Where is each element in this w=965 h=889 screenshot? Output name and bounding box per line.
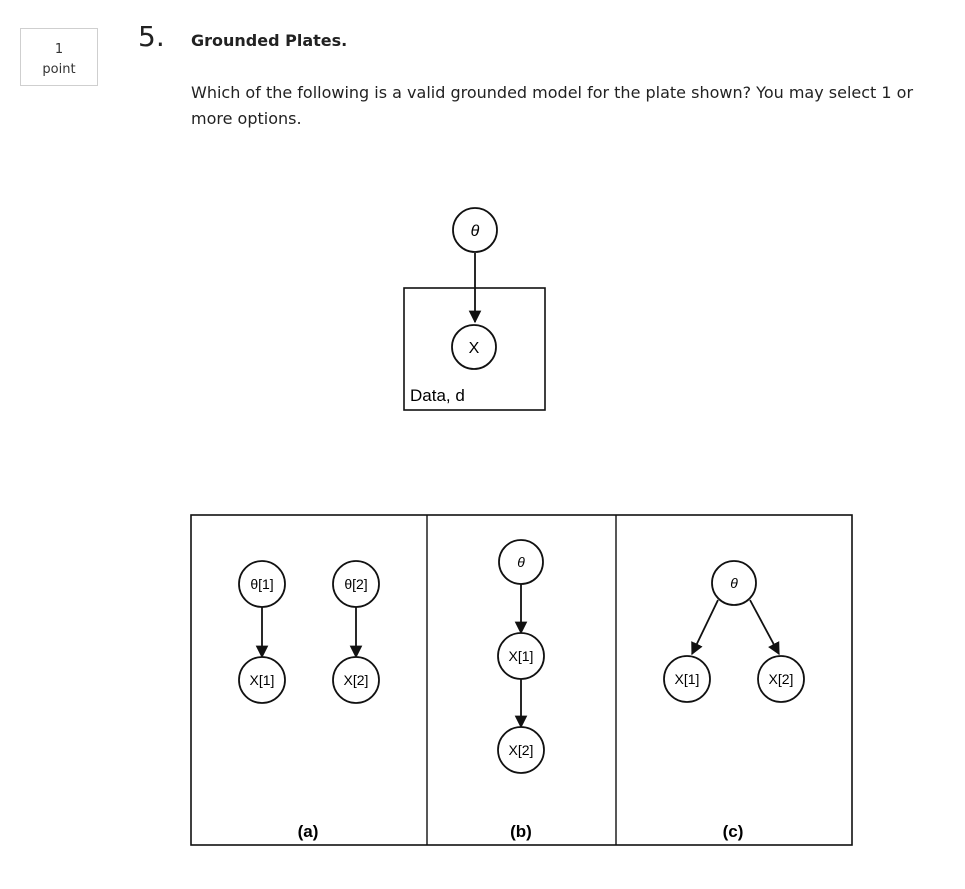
option-c-node-x1-label: X[1]: [675, 671, 700, 687]
option-a[interactable]: θ[1] θ[2] X[1] X[2] (a): [238, 560, 380, 841]
question-title: Grounded Plates.: [191, 31, 348, 50]
option-a-node-x2-label: X[2]: [344, 672, 369, 688]
plate-child-node: X: [451, 324, 497, 370]
option-b-caption: (b): [510, 822, 532, 841]
options-frame: [190, 514, 853, 846]
option-c-node-x1: X[1]: [663, 655, 711, 703]
plate-box: [403, 287, 546, 411]
plate-parent-node-label: θ: [471, 223, 480, 240]
option-b[interactable]: θ X[1] X[2] (b): [497, 539, 545, 841]
option-a-node-x1-label: X[1]: [250, 672, 275, 688]
option-b-node-theta: θ: [498, 539, 544, 585]
option-b-node-x1: X[1]: [497, 632, 545, 680]
points-box: 1 point: [20, 28, 98, 86]
edge-theta-x1-c: [691, 599, 719, 656]
plate-parent-node: θ: [452, 207, 498, 253]
option-c-node-theta: θ: [711, 560, 757, 606]
plate-child-node-label: X: [469, 340, 480, 357]
edge-theta-x2-c: [749, 599, 780, 656]
question-text: Which of the following is a valid ground…: [191, 83, 914, 128]
option-a-node-x1: X[1]: [238, 656, 286, 704]
option-a-caption: (a): [298, 822, 319, 841]
option-c[interactable]: θ X[1] X[2] (c): [663, 560, 805, 841]
option-b-node-theta-label: θ: [517, 554, 525, 570]
option-c-node-x2-label: X[2]: [769, 671, 794, 687]
option-a-node-x2: X[2]: [332, 656, 380, 704]
option-a-node-theta2-label: θ[2]: [344, 576, 367, 592]
points-unit: point: [42, 62, 76, 77]
option-b-node-x2-label: X[2]: [509, 742, 534, 758]
option-a-node-theta1: θ[1]: [238, 560, 286, 608]
option-c-node-theta-label: θ: [730, 575, 738, 591]
option-a-node-theta2: θ[2]: [332, 560, 380, 608]
option-b-node-x1-label: X[1]: [509, 648, 534, 664]
points-value: 1: [54, 42, 64, 57]
question-number: 5.: [138, 20, 165, 53]
plate-diagram: θ X Data, d: [403, 207, 546, 411]
option-c-node-x2: X[2]: [757, 655, 805, 703]
options-panel: θ[1] θ[2] X[1] X[2] (a) θ: [190, 514, 853, 846]
option-a-node-theta1-label: θ[1]: [250, 576, 273, 592]
option-c-caption: (c): [723, 822, 744, 841]
option-b-node-x2: X[2]: [497, 726, 545, 774]
plate-label: Data, d: [410, 386, 465, 405]
